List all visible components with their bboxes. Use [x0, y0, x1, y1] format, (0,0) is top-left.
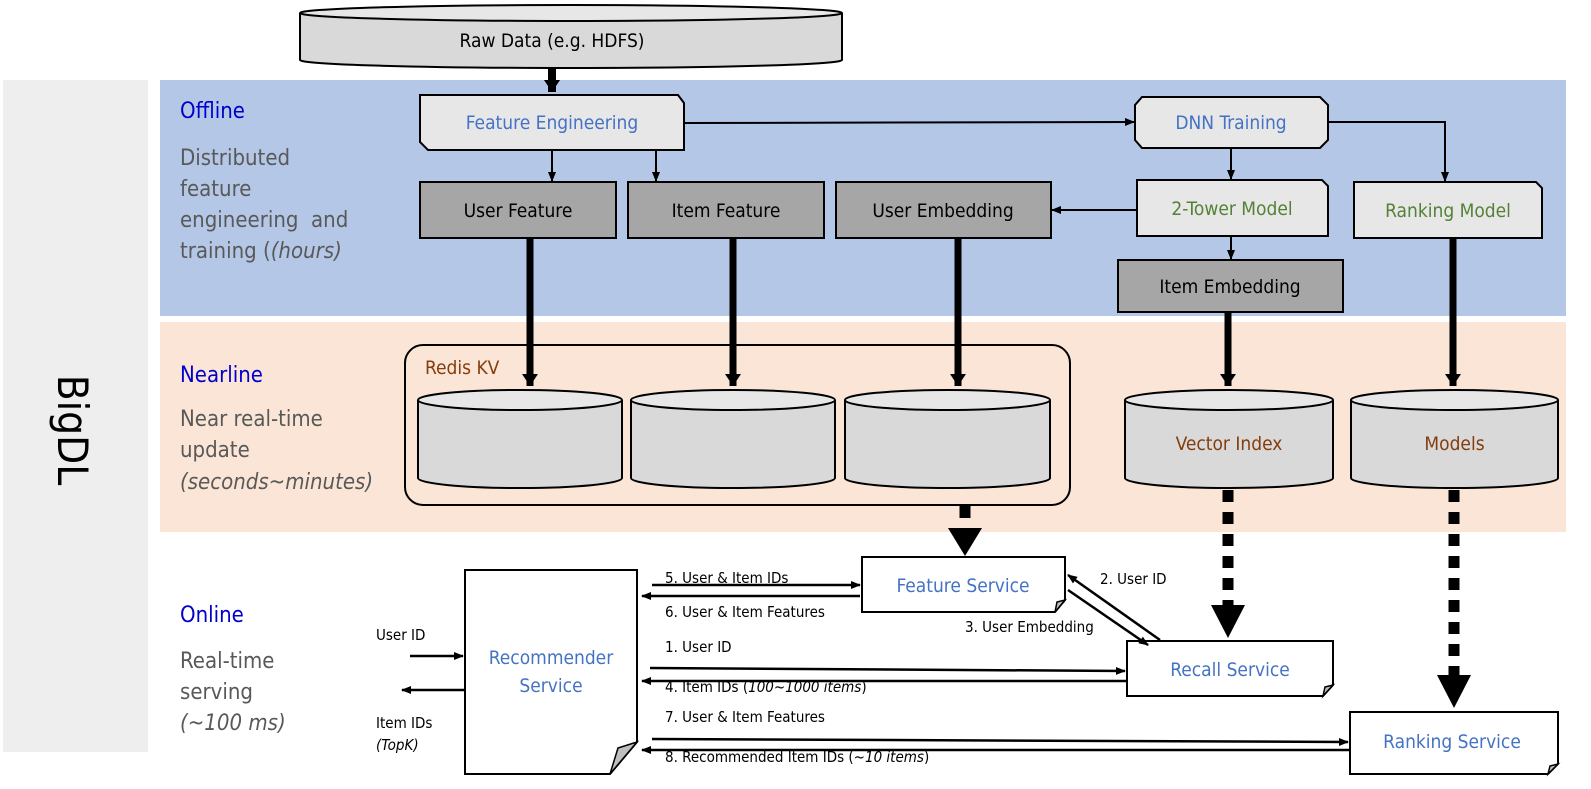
- svg-text:Item Feature: Item Feature: [672, 200, 781, 222]
- online-desc-1: Real-time: [180, 649, 274, 674]
- edge-1: 1. User ID: [665, 638, 732, 656]
- svg-text:User Embedding: User Embedding: [872, 200, 1013, 222]
- redis-store-user-feature: [417, 389, 623, 489]
- edge-4: 4. Item IDs (100~1000 items): [665, 678, 867, 696]
- dnn-training-node: DNN Training: [1134, 96, 1329, 149]
- svg-text:DNN Training: DNN Training: [1175, 112, 1286, 134]
- redis-store-user-embedding: [844, 389, 1051, 489]
- redis-kv-group: [404, 344, 1071, 506]
- svg-text:Item Embedding: Item Embedding: [1159, 276, 1300, 298]
- user-embedding-node: [835, 181, 1052, 239]
- edge-6: 6. User & Item Features: [665, 603, 825, 621]
- ranking-model-node: [1353, 181, 1543, 239]
- svg-text:User Feature: User Feature: [464, 200, 573, 222]
- raw-data-store: Raw Data (e.g. HDFS): [299, 4, 843, 69]
- models-store: Models: [1350, 389, 1559, 489]
- svg-text:Raw Data (e.g. HDFS): Raw Data (e.g. HDFS): [460, 30, 645, 52]
- online-desc-2: serving: [180, 680, 253, 705]
- offline-desc-1: Distributed: [180, 146, 290, 171]
- bigdl-label: BigDL: [48, 375, 97, 486]
- svg-text:Ranking Service: Ranking Service: [1383, 731, 1521, 753]
- edge-5: 5. User & Item IDs: [665, 569, 788, 587]
- two-tower-model-node: [1136, 179, 1329, 237]
- edge-3: 3. User Embedding: [965, 618, 1094, 636]
- edge-7: 7. User & Item Features: [665, 708, 825, 726]
- nearline-desc-1: Near real-time: [180, 407, 323, 432]
- edge-8: 8. Recommended Item IDs (~10 items): [665, 748, 929, 766]
- offline-title: Offline: [180, 99, 245, 124]
- item-feature-node: [627, 181, 825, 239]
- redis-store-item-feature: [630, 389, 836, 489]
- nearline-desc-2: update: [180, 438, 250, 463]
- svg-text:Feature Service: Feature Service: [896, 575, 1029, 597]
- svg-text:2-Tower Model: 2-Tower Model: [1171, 198, 1292, 220]
- redis-kv-label: Redis KV: [425, 357, 500, 379]
- svg-text:Recall Service: Recall Service: [1170, 659, 1290, 681]
- offline-desc-3: engineering and: [180, 208, 348, 233]
- user-feature-node: [419, 181, 617, 239]
- feature-engineering-node: Feature Engineering: [419, 94, 685, 151]
- online-duration: (~100 ms): [180, 711, 286, 736]
- offline-duration: (hours): [271, 239, 342, 264]
- output-item-ids: Item IDs: [376, 714, 432, 732]
- bigdl-side-panel: [3, 80, 148, 752]
- models-store-label: Models: [1424, 433, 1484, 455]
- svg-text:training ((hours): training ((hours): [180, 239, 342, 264]
- online-title: Online: [180, 603, 244, 628]
- nearline-duration: (seconds~minutes): [180, 470, 373, 495]
- offline-desc-4: training: [180, 239, 263, 264]
- item-embedding-node: [1117, 259, 1344, 313]
- edge-2: 2. User ID: [1100, 570, 1167, 588]
- nearline-title: Nearline: [180, 363, 263, 388]
- svg-text:Service: Service: [519, 675, 582, 697]
- vector-index-store: Vector Index: [1124, 389, 1334, 489]
- svg-text:Feature Engineering: Feature Engineering: [466, 112, 638, 134]
- output-topk: (TopK): [376, 736, 419, 754]
- svg-text:Ranking Model: Ranking Model: [1385, 200, 1511, 222]
- offline-desc-2: feature: [180, 177, 251, 202]
- svg-text:Recommender: Recommender: [489, 647, 614, 669]
- recommender-service-node: [464, 569, 638, 775]
- vector-index-store-label: Vector Index: [1176, 433, 1283, 455]
- input-user-id: User ID: [376, 626, 425, 644]
